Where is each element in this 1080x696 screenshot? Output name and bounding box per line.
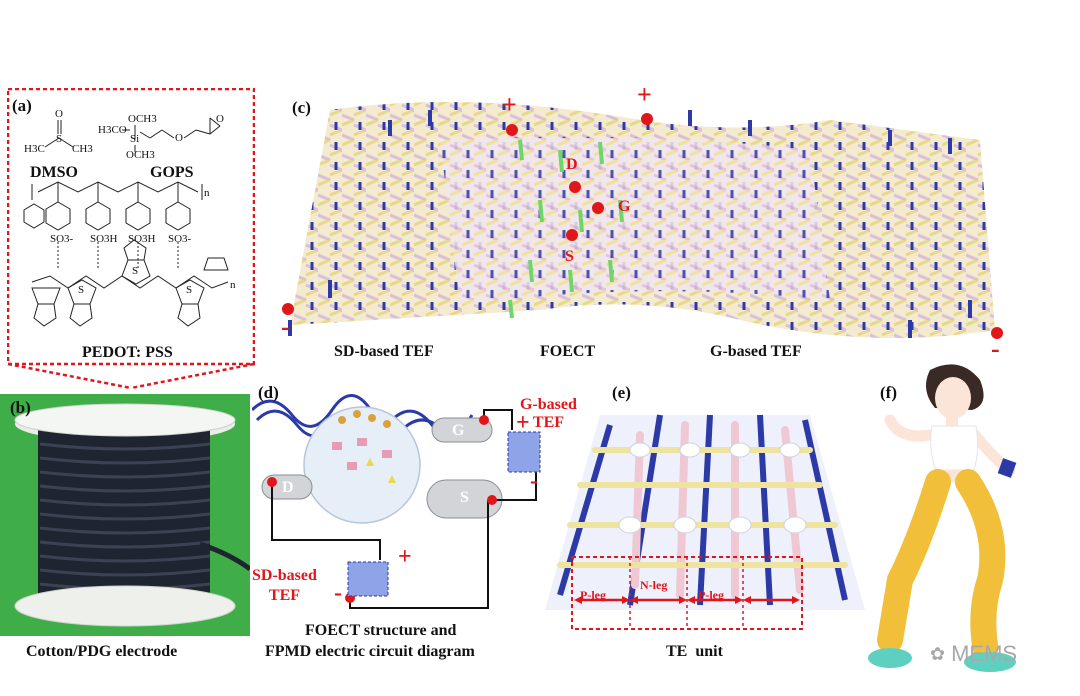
p-leg-label-2: P-leg <box>698 588 724 602</box>
n-leg-label: N-leg <box>640 578 668 592</box>
d-g-tef-plus: + <box>516 410 530 436</box>
sd-tef-negative-node <box>282 303 294 315</box>
panel-d-label: (d) <box>258 383 279 402</box>
so3-minus-label-2: SO3- <box>168 233 192 245</box>
pedot-s-label-2: S <box>132 265 138 277</box>
d-g-tef-minus: - <box>530 468 538 494</box>
g-tef-negative-node <box>991 327 1003 339</box>
dmso-h3c-label: H3C <box>24 143 45 155</box>
panel-c-markers <box>282 113 1003 339</box>
panel-e-label: (e) <box>612 383 631 402</box>
panel-f-label: (f) <box>880 383 897 402</box>
drain-node <box>569 181 581 193</box>
d-sd-tef-minus: - <box>334 580 342 606</box>
cotton-electrode-caption: Cotton/PDG electrode <box>26 643 178 660</box>
c-drain-label: D <box>566 156 578 173</box>
gops-och3-top-label: OCH3 <box>128 113 157 125</box>
d-g-tef-label: G-based TEF <box>520 396 577 431</box>
sd-tef-caption: SD-based TEF <box>334 343 434 360</box>
source-node <box>566 229 578 241</box>
panel-a <box>6 87 256 390</box>
cotton-spool-image <box>14 403 250 627</box>
gops-ether-oxygen-label: O <box>175 132 183 144</box>
dmso-sulfur-label: S <box>56 133 62 145</box>
c-plus-right: + <box>637 80 652 109</box>
panel-d-circuit <box>252 394 541 609</box>
pedot-pss-structure: O S H3C CH3 OCH3 H3CO Si OCH3 O O n SO3-… <box>23 108 236 327</box>
d-caption-line1: FOECT structure and <box>305 622 457 639</box>
gate-node <box>592 202 604 214</box>
d-sd-tef-label: SD-based TEF <box>252 567 317 604</box>
wechat-icon: ✿ <box>930 643 946 665</box>
panel-b-label: (b) <box>10 398 31 417</box>
sd-tef-positive-node <box>506 124 518 136</box>
pedot-n-label: n <box>230 279 236 291</box>
g-tef-caption: G-based TEF <box>710 343 802 360</box>
panel-c-label: (c) <box>292 98 311 117</box>
watermark-text: MEMS <box>951 641 1018 666</box>
pedot-s-label-1: S <box>78 284 84 296</box>
g-tef-positive-node <box>641 113 653 125</box>
dmso-oxygen-label: O <box>55 108 63 120</box>
thermoelectric-fabric-illustration <box>288 102 995 338</box>
watermark: ✿ MEMS <box>930 641 1017 667</box>
c-minus-right: - <box>991 334 1000 363</box>
gops-och3-bottom-label: OCH3 <box>126 149 155 161</box>
gops-epoxide-oxygen-label: O <box>216 113 224 125</box>
c-minus-left: - <box>281 312 290 341</box>
d-sd-tef-plus: + <box>398 544 412 570</box>
gops-h3co-label: H3CO <box>98 124 127 136</box>
p-leg-label-1: P-leg <box>580 588 606 602</box>
panel-c-fabric <box>270 80 1010 360</box>
foect-caption: FOECT <box>540 343 596 360</box>
te-unit-caption: TE unit <box>666 643 723 660</box>
dmso-label: DMSO <box>30 164 78 181</box>
c-gate-label: G <box>618 198 631 215</box>
gops-label: GOPS <box>150 164 194 181</box>
runner-illustration <box>868 364 1017 672</box>
d-drain-electrode-label: D <box>282 479 294 496</box>
d-gate-electrode-label: G <box>452 422 465 439</box>
gops-si-label: Si <box>130 133 139 145</box>
d-caption-line2: FPMD electric circuit diagram <box>265 643 475 660</box>
panel-a-frame <box>6 87 256 390</box>
so3h-label-1: SO3H <box>90 233 118 245</box>
pss-n-label: n <box>204 187 210 199</box>
panel-b-photo <box>0 394 250 636</box>
panel-e-te-unit <box>545 414 865 630</box>
panel-a-label: (a) <box>12 96 32 115</box>
d-source-electrode-label: S <box>460 489 469 506</box>
dmso-ch3-label: CH3 <box>72 143 93 155</box>
so3-minus-label-1: SO3- <box>50 233 74 245</box>
pedot-s-label-3: S <box>186 284 192 296</box>
c-source-label: S <box>565 248 574 265</box>
c-plus-left: + <box>502 90 517 119</box>
so3h-label-2: SO3H <box>128 233 156 245</box>
pedot-pss-caption: PEDOT: PSS <box>82 344 173 361</box>
